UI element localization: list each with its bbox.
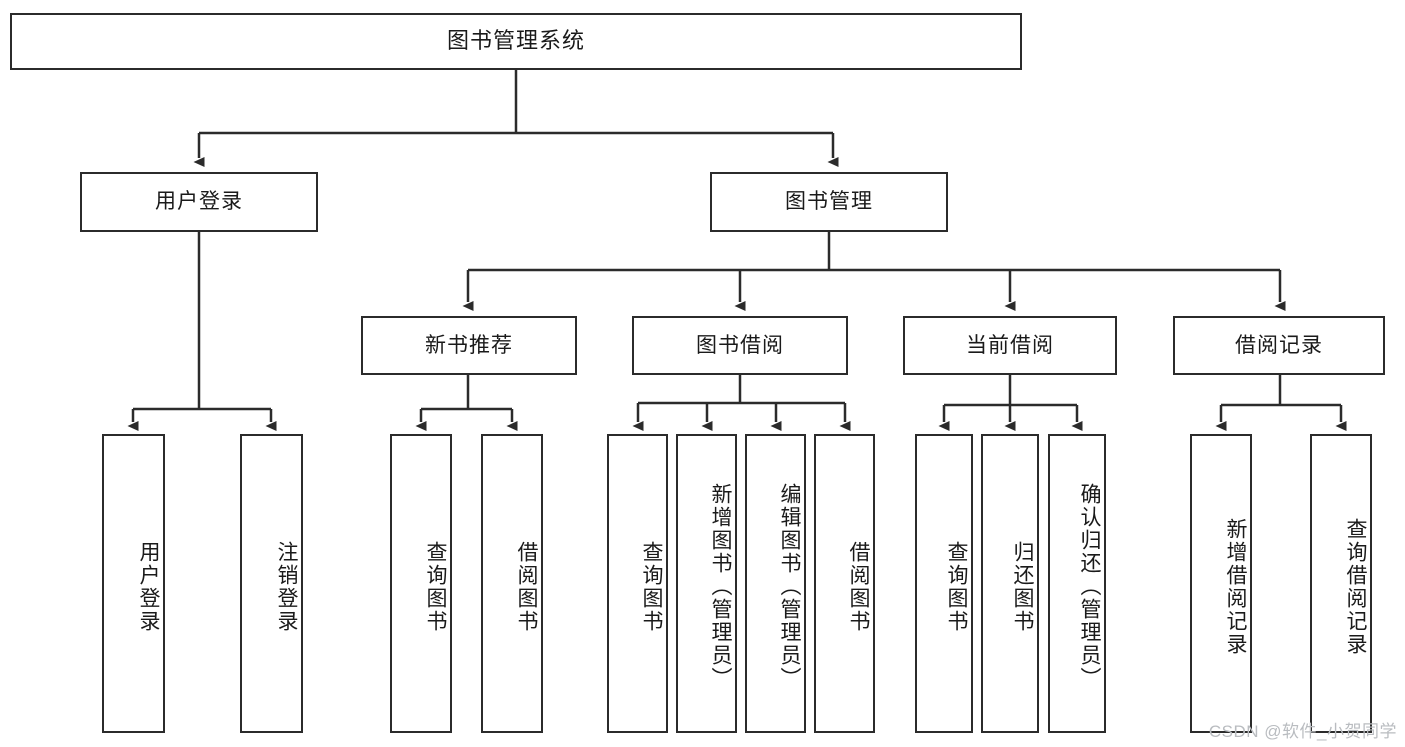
node-leaf-edit-book-admin[interactable]: 编辑图书（管理员）: [745, 434, 806, 733]
node-label: 图书借阅: [696, 333, 784, 357]
watermark: CSDN @软件_小贺同学: [1208, 722, 1397, 741]
node-leaf-add-borrow-record[interactable]: 新增借阅记录: [1190, 434, 1252, 733]
node-label: 确认归还（管理员）: [1078, 483, 1101, 690]
node-leaf-borrow-book[interactable]: 借阅图书: [814, 434, 875, 733]
node-label: 借阅记录: [1235, 333, 1323, 357]
node-label: 新增借阅记录: [1224, 517, 1247, 656]
node-leaf-confirm-return-admin[interactable]: 确认归还（管理员）: [1048, 434, 1106, 733]
node-label: 查询借阅记录: [1344, 517, 1367, 656]
node-leaf-query-book-new[interactable]: 查询图书: [390, 434, 452, 733]
node-leaf-logout[interactable]: 注销登录: [240, 434, 303, 733]
node-leaf-query-book-current[interactable]: 查询图书: [915, 434, 973, 733]
node-label: 查询图书: [945, 540, 968, 633]
node-user-login[interactable]: 用户登录: [80, 172, 318, 232]
node-label: 编辑图书（管理员）: [778, 483, 801, 690]
node-label: 用户登录: [137, 540, 160, 633]
node-leaf-query-book-borrow[interactable]: 查询图书: [607, 434, 668, 733]
node-label: 查询图书: [424, 540, 447, 633]
node-label: 注销登录: [275, 540, 298, 633]
node-label: 图书管理: [785, 190, 873, 214]
node-label: 当前借阅: [966, 333, 1054, 357]
node-leaf-add-book-admin[interactable]: 新增图书（管理员）: [676, 434, 737, 733]
node-leaf-return-book[interactable]: 归还图书: [981, 434, 1039, 733]
node-leaf-borrow-book-new[interactable]: 借阅图书: [481, 434, 543, 733]
node-label: 新增图书（管理员）: [709, 483, 732, 690]
node-new-book-recommend[interactable]: 新书推荐: [361, 316, 577, 375]
node-label: 查询图书: [640, 540, 663, 633]
node-current-borrow[interactable]: 当前借阅: [903, 316, 1117, 375]
node-book-borrow[interactable]: 图书借阅: [632, 316, 848, 375]
node-label: 归还图书: [1011, 540, 1034, 633]
node-borrow-record[interactable]: 借阅记录: [1173, 316, 1385, 375]
node-label: 图书管理系统: [446, 28, 585, 54]
node-leaf-query-borrow-record[interactable]: 查询借阅记录: [1310, 434, 1372, 733]
node-leaf-user-login[interactable]: 用户登录: [102, 434, 165, 733]
node-label: 新书推荐: [425, 333, 513, 357]
node-label: 借阅图书: [515, 540, 538, 633]
node-book-manage[interactable]: 图书管理: [710, 172, 948, 232]
node-root-图书管理系统[interactable]: 图书管理系统: [10, 13, 1022, 70]
node-label: 用户登录: [155, 190, 243, 214]
node-label: 借阅图书: [847, 540, 870, 633]
